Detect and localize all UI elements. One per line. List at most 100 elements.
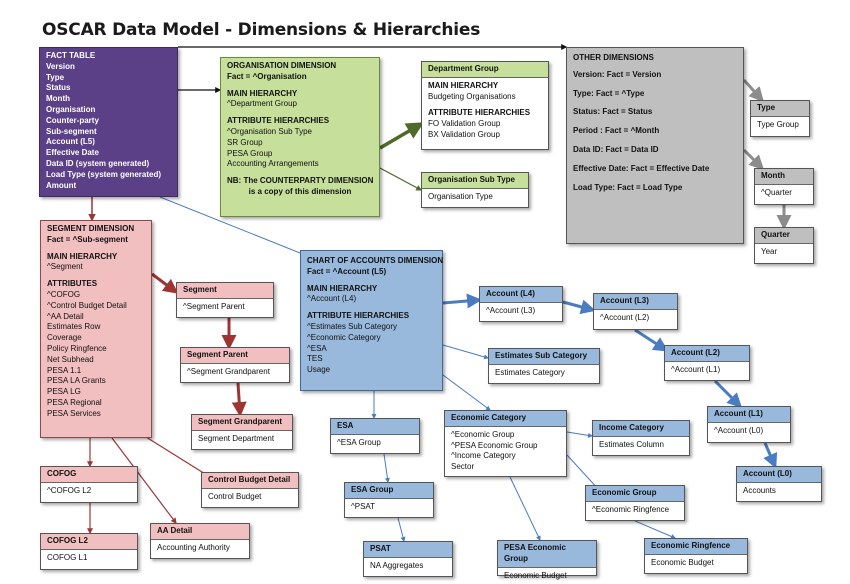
- segment-dimension-text: SEGMENT DIMENSION: [47, 224, 135, 233]
- economic-group-title: Economic Group: [586, 486, 684, 502]
- page-title: OSCAR Data Model - Dimensions & Hierarch…: [42, 20, 481, 40]
- l1-to-l0-arrow: [763, 442, 778, 469]
- parent-to-grandparent-arrow: [231, 382, 247, 417]
- cofog-l2-title: COFOG L2: [41, 534, 137, 550]
- group-to-psat-arrow: [397, 517, 406, 542]
- cofog-l2-text: ^COFOG L2: [47, 485, 92, 495]
- aa-detail-text: ^AA Detail: [47, 311, 84, 321]
- fact-organisation-text: Fact = ^Organisation: [227, 71, 307, 81]
- effective-date-text: Effective Date: [46, 148, 99, 158]
- income-category-title: Income Category: [593, 421, 689, 437]
- esa-text: ^ESA: [307, 343, 327, 353]
- sector-text: Sector: [451, 462, 475, 472]
- aa-detail-title: AA Detail: [151, 524, 249, 540]
- organisation-sub-type-text: ^Organisation Sub Type: [227, 126, 312, 136]
- account-l3-text: ^Account (L3): [486, 305, 536, 315]
- department-group-text: ^Department Group: [227, 99, 298, 109]
- chart-of-accounts-dimension-text: CHART OF ACCOUNTS DIMENSION: [307, 256, 444, 265]
- organisation-text: Organisation: [46, 104, 96, 114]
- estimates-sub-category-text: ^Estimates Sub Category: [307, 321, 398, 331]
- account-l2-text: ^Account (L2): [600, 312, 650, 322]
- status-text: Status: [46, 83, 71, 93]
- period-fact-month-text: Period : Fact = ^Month: [573, 126, 660, 136]
- attribute-hierarchies-text: ATTRIBUTE HIERARCHIES: [227, 116, 330, 126]
- cofog-l2-box: COFOG L2 COFOG L1: [40, 533, 138, 570]
- cofog-box: COFOG^COFOG L2: [40, 466, 138, 503]
- segment-title: Segment: [177, 283, 273, 299]
- account-l5-text: Account (L5): [46, 137, 95, 147]
- other-to-type-arrow: [742, 78, 765, 103]
- month-box-title: Month: [755, 169, 813, 185]
- economic-category-box: Economic Category ^Economic Group^PESA Ec…: [444, 410, 567, 477]
- segment-parent-title: Segment Parent: [181, 348, 289, 364]
- economic-group-box: Economic Group^Economic Ringfence: [585, 485, 685, 521]
- account-l0-box: Account (L0)Accounts: [736, 466, 822, 502]
- data-id-fact-data-id-text: Data ID: Fact = Data ID: [573, 144, 659, 154]
- esa-title: ESA: [331, 419, 419, 435]
- l2-to-l1-arrow: [713, 379, 743, 409]
- account-l1-title: Account (L1): [708, 407, 790, 423]
- pesa-group-text: PESA Group: [227, 148, 273, 158]
- economic-category-title: Economic Category: [445, 411, 566, 427]
- pesa-economic-group-title: PESA Economic Group: [498, 541, 596, 568]
- cofog-text: ^COFOG: [47, 289, 81, 299]
- account-l3-box: Account (L3) ^Account (L2): [593, 293, 678, 330]
- account-l1-box: Account (L1)^Account (L0): [707, 406, 791, 443]
- account-l3-title: Account (L3): [594, 294, 677, 310]
- month-text: Month: [46, 94, 70, 104]
- attributes-text: ATTRIBUTES: [47, 279, 98, 289]
- estimates-row-text: Estimates Row: [47, 322, 101, 332]
- pesa-lg-text: PESA LG: [47, 387, 81, 397]
- type-box-title: Type: [751, 101, 809, 117]
- segdim-to-aa-detail-arrow: [111, 437, 177, 524]
- pesa-economic-group-text: ^PESA Economic Group: [451, 440, 538, 450]
- accounts-text: Accounts: [743, 485, 776, 495]
- fact-account-l5-text: Fact = ^Account (L5): [307, 266, 387, 276]
- department-group-title: Department Group: [422, 62, 548, 78]
- economic-budget-text: Economic Budget: [504, 570, 567, 580]
- fo-validation-group-text: FO Validation Group: [428, 119, 501, 129]
- load-type-system-generated-text: Load Type (system generated): [46, 169, 161, 179]
- esa-group-box: ESA Group^PSAT: [344, 482, 434, 518]
- economic-group-text: ^Economic Group: [451, 429, 515, 439]
- main-hierarchy-text: MAIN HIERARCHY: [47, 251, 118, 261]
- account-l4-box: Account (L4)^Account (L3): [479, 286, 563, 322]
- type-group-text: Type Group: [757, 119, 799, 129]
- segment-parent-text: ^Segment Parent: [183, 301, 245, 311]
- tes-text: TES: [307, 354, 323, 364]
- sub-segment-text: Sub-segment: [46, 126, 97, 136]
- other-to-month-arrow: [742, 148, 765, 171]
- other-dimensions-text: OTHER DIMENSIONS: [573, 53, 654, 62]
- org-to-sub-type-arrow: [379, 167, 423, 191]
- quarter-text: ^Quarter: [761, 187, 792, 197]
- account-l2-box: Account (L2)^Account (L1): [664, 345, 750, 381]
- control-budget-text: Control Budget: [208, 491, 262, 501]
- coa-to-estimates-arrow: [442, 344, 489, 360]
- month-box-box: Month ^Quarter: [754, 168, 814, 205]
- control-budget-detail-text: ^Control Budget Detail: [47, 300, 127, 310]
- segdim-to-segment-arrow: [151, 272, 179, 294]
- main-hierarchy-text: MAIN HIERARCHY: [307, 283, 378, 293]
- sr-group-text: SR Group: [227, 137, 263, 147]
- attribute-hierarchies-text: ATTRIBUTE HIERARCHIES: [307, 311, 410, 321]
- esa-to-group-arrow: [383, 453, 390, 483]
- pesa-la-grants-text: PESA LA Grants: [47, 376, 106, 386]
- budgeting-organisations-text: Budgeting Organisations: [428, 91, 516, 101]
- main-hierarchy-text: MAIN HIERARCHY: [428, 80, 499, 90]
- effective-date-fact-effective-date-text: Effective Date: Fact = Effective Date: [573, 163, 710, 173]
- segdim-to-control-budget-arrow: [137, 431, 212, 478]
- cofog-l1-text: COFOG L1: [47, 552, 88, 562]
- economic-to-pesa-arrow: [509, 476, 541, 541]
- usage-text: Usage: [307, 365, 331, 375]
- l3-to-l2-arrow: [634, 328, 669, 352]
- nb-the-counterparty-dimension-text: NB: The COUNTERPARTY DIMENSION: [227, 176, 374, 186]
